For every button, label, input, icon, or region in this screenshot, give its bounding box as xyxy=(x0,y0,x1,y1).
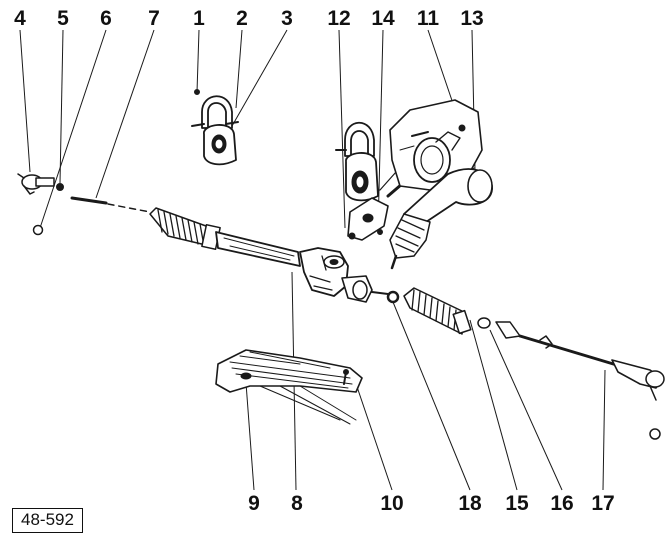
callout-8: 8 xyxy=(291,492,303,515)
steering-gear-pinion xyxy=(299,247,389,303)
callout-4: 4 xyxy=(14,7,26,30)
leader-9 xyxy=(245,382,255,491)
leader-4 xyxy=(19,29,31,173)
nut-5 xyxy=(56,183,64,191)
callout-9: 9 xyxy=(248,492,260,515)
nut-6 xyxy=(32,224,44,236)
leader-10 xyxy=(351,371,393,491)
callout-11: 11 xyxy=(416,7,440,30)
nut-right xyxy=(649,428,661,440)
leader-2 xyxy=(235,29,243,109)
clamp-right xyxy=(335,121,379,202)
leader-14 xyxy=(377,29,384,231)
bulkhead-panel xyxy=(389,99,483,191)
rack-housing xyxy=(215,231,301,267)
leader-16 xyxy=(489,329,563,491)
subframe-detail xyxy=(215,349,363,425)
figure-reference-code: 48-592 xyxy=(12,508,83,533)
column-boot xyxy=(389,168,493,270)
callout-13: 13 xyxy=(460,7,484,30)
leader-7 xyxy=(95,29,155,199)
callout-12: 12 xyxy=(327,7,351,30)
tie-rod-end-left xyxy=(17,173,55,195)
leader-15 xyxy=(469,319,518,491)
boot-right xyxy=(403,287,472,335)
callout-17: 17 xyxy=(591,492,615,515)
callout-16: 16 xyxy=(550,492,574,515)
clip-16 xyxy=(477,317,491,329)
seal-18 xyxy=(386,290,400,304)
callout-1: 1 xyxy=(193,7,205,30)
callout-2: 2 xyxy=(236,7,248,30)
tie-rod-right xyxy=(495,321,665,401)
clamp-left xyxy=(191,89,239,166)
leader-6 xyxy=(39,29,107,229)
callout-15: 15 xyxy=(505,492,529,515)
leader-18 xyxy=(392,301,471,491)
callout-7: 7 xyxy=(148,7,160,30)
boot-left xyxy=(149,207,221,250)
leader-12 xyxy=(338,29,346,229)
leader-1 xyxy=(196,29,200,93)
leader-5 xyxy=(59,29,64,184)
callout-18: 18 xyxy=(458,492,482,515)
callout-5: 5 xyxy=(57,7,69,30)
callout-10: 10 xyxy=(380,492,404,515)
tie-rod-left xyxy=(70,196,151,213)
callout-6: 6 xyxy=(100,7,112,30)
callout-14: 14 xyxy=(371,7,395,30)
leader-17 xyxy=(602,369,606,491)
callout-3: 3 xyxy=(281,7,293,30)
